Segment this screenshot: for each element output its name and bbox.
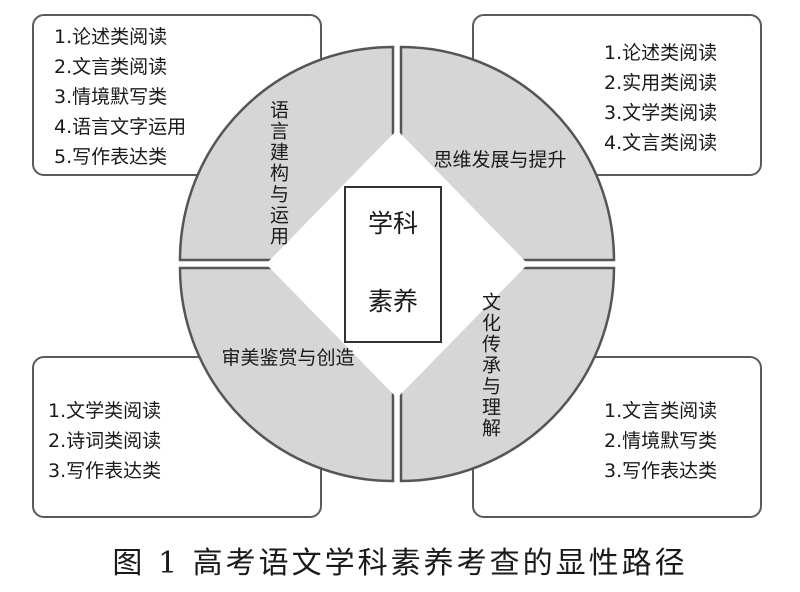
- list-item: 3.写作表达类: [604, 460, 718, 482]
- literacy-circle-diagram: 语言建构与运用 思维发展与提升 审美鉴赏与创造 文化传承与理解 学科 素养: [178, 45, 616, 483]
- center-text-line2: 素养: [368, 287, 418, 316]
- label-language-construction: 语言建构与运用: [267, 100, 289, 247]
- list-item: 2.情境默写类: [604, 430, 718, 452]
- list-item: 3.写作表达类: [48, 460, 162, 482]
- list-item: 1.文言类阅读: [604, 400, 718, 422]
- list-item: 2.诗词类阅读: [48, 430, 162, 452]
- list-item: 1.文学类阅读: [48, 400, 162, 422]
- label-cultural-inheritance: 文化传承与理解: [479, 292, 501, 439]
- list-item: 3.情境默写类: [54, 86, 168, 108]
- list-item: 3.文学类阅读: [604, 102, 718, 124]
- list-item: 2.文言类阅读: [54, 56, 168, 78]
- figure-caption: 图 1 高考语文学科素养考查的显性路径: [112, 546, 688, 581]
- list-item: 4.语言文字运用: [54, 116, 187, 138]
- list-item: 5.写作表达类: [54, 146, 168, 168]
- list-item: 1.论述类阅读: [54, 26, 168, 48]
- list-item: 1.论述类阅读: [604, 42, 718, 64]
- center-text-line1: 学科: [368, 209, 418, 238]
- list-item: 4.文言类阅读: [604, 132, 718, 154]
- list-item: 2.实用类阅读: [604, 72, 718, 94]
- center-box: [344, 186, 442, 343]
- label-thinking-development: 思维发展与提升: [433, 149, 566, 171]
- label-aesthetic-appreciation: 审美鉴赏与创造: [221, 347, 354, 369]
